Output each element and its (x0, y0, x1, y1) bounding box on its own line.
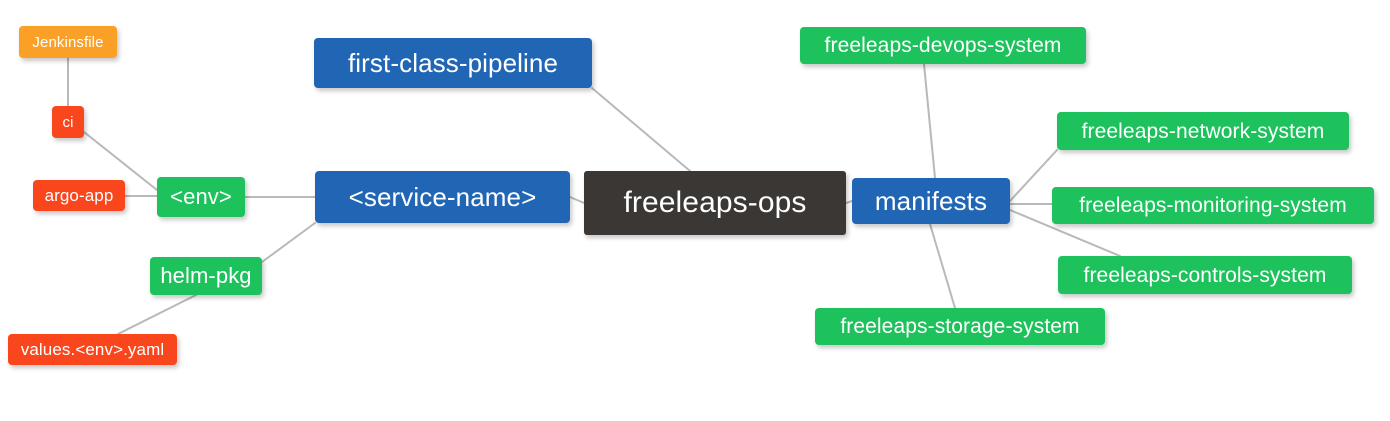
mindmap-node-freeleaps-ops[interactable]: freeleaps-ops (584, 171, 846, 235)
edge-manifests-to-freeleaps-network-system (1009, 149, 1058, 202)
edge-service-name-to-helm-pkg (261, 222, 316, 263)
mindmap-node-freeleaps-devops-system[interactable]: freeleaps-devops-system (800, 27, 1086, 64)
edge-manifests-to-freeleaps-storage-system (929, 223, 956, 309)
edge-env-to-ci (83, 131, 158, 191)
mindmap-node-helm-pkg[interactable]: helm-pkg (150, 257, 262, 295)
mindmap-node-manifests[interactable]: manifests (852, 178, 1010, 224)
mindmap-node-values-env-yaml[interactable]: values.<env>.yaml (8, 334, 177, 365)
mindmap-node-argo-app[interactable]: argo-app (33, 180, 125, 211)
mindmap-node-env[interactable]: <env> (157, 177, 245, 217)
edge-freeleaps-ops-to-manifests (845, 200, 853, 204)
mindmap-node-freeleaps-network-system[interactable]: freeleaps-network-system (1057, 112, 1349, 150)
mindmap-node-freeleaps-controls-system[interactable]: freeleaps-controls-system (1058, 256, 1352, 294)
edge-helm-pkg-to-values-env-yaml (117, 294, 197, 335)
mindmap-node-service-name[interactable]: <service-name> (315, 171, 570, 223)
mindmap-node-freeleaps-storage-system[interactable]: freeleaps-storage-system (815, 308, 1105, 345)
mindmap-node-jenkinsfile[interactable]: Jenkinsfile (19, 26, 117, 58)
edge-freeleaps-ops-to-service-name (569, 196, 585, 204)
edge-manifests-to-freeleaps-devops-system (923, 63, 936, 179)
edge-freeleaps-ops-to-first-class-pipeline (591, 87, 691, 172)
mindmap-node-first-class-pipeline[interactable]: first-class-pipeline (314, 38, 592, 88)
mindmap-node-ci[interactable]: ci (52, 106, 84, 138)
edge-manifests-to-freeleaps-controls-system (1009, 209, 1121, 257)
mindmap-node-freeleaps-monitoring-system[interactable]: freeleaps-monitoring-system (1052, 187, 1374, 224)
